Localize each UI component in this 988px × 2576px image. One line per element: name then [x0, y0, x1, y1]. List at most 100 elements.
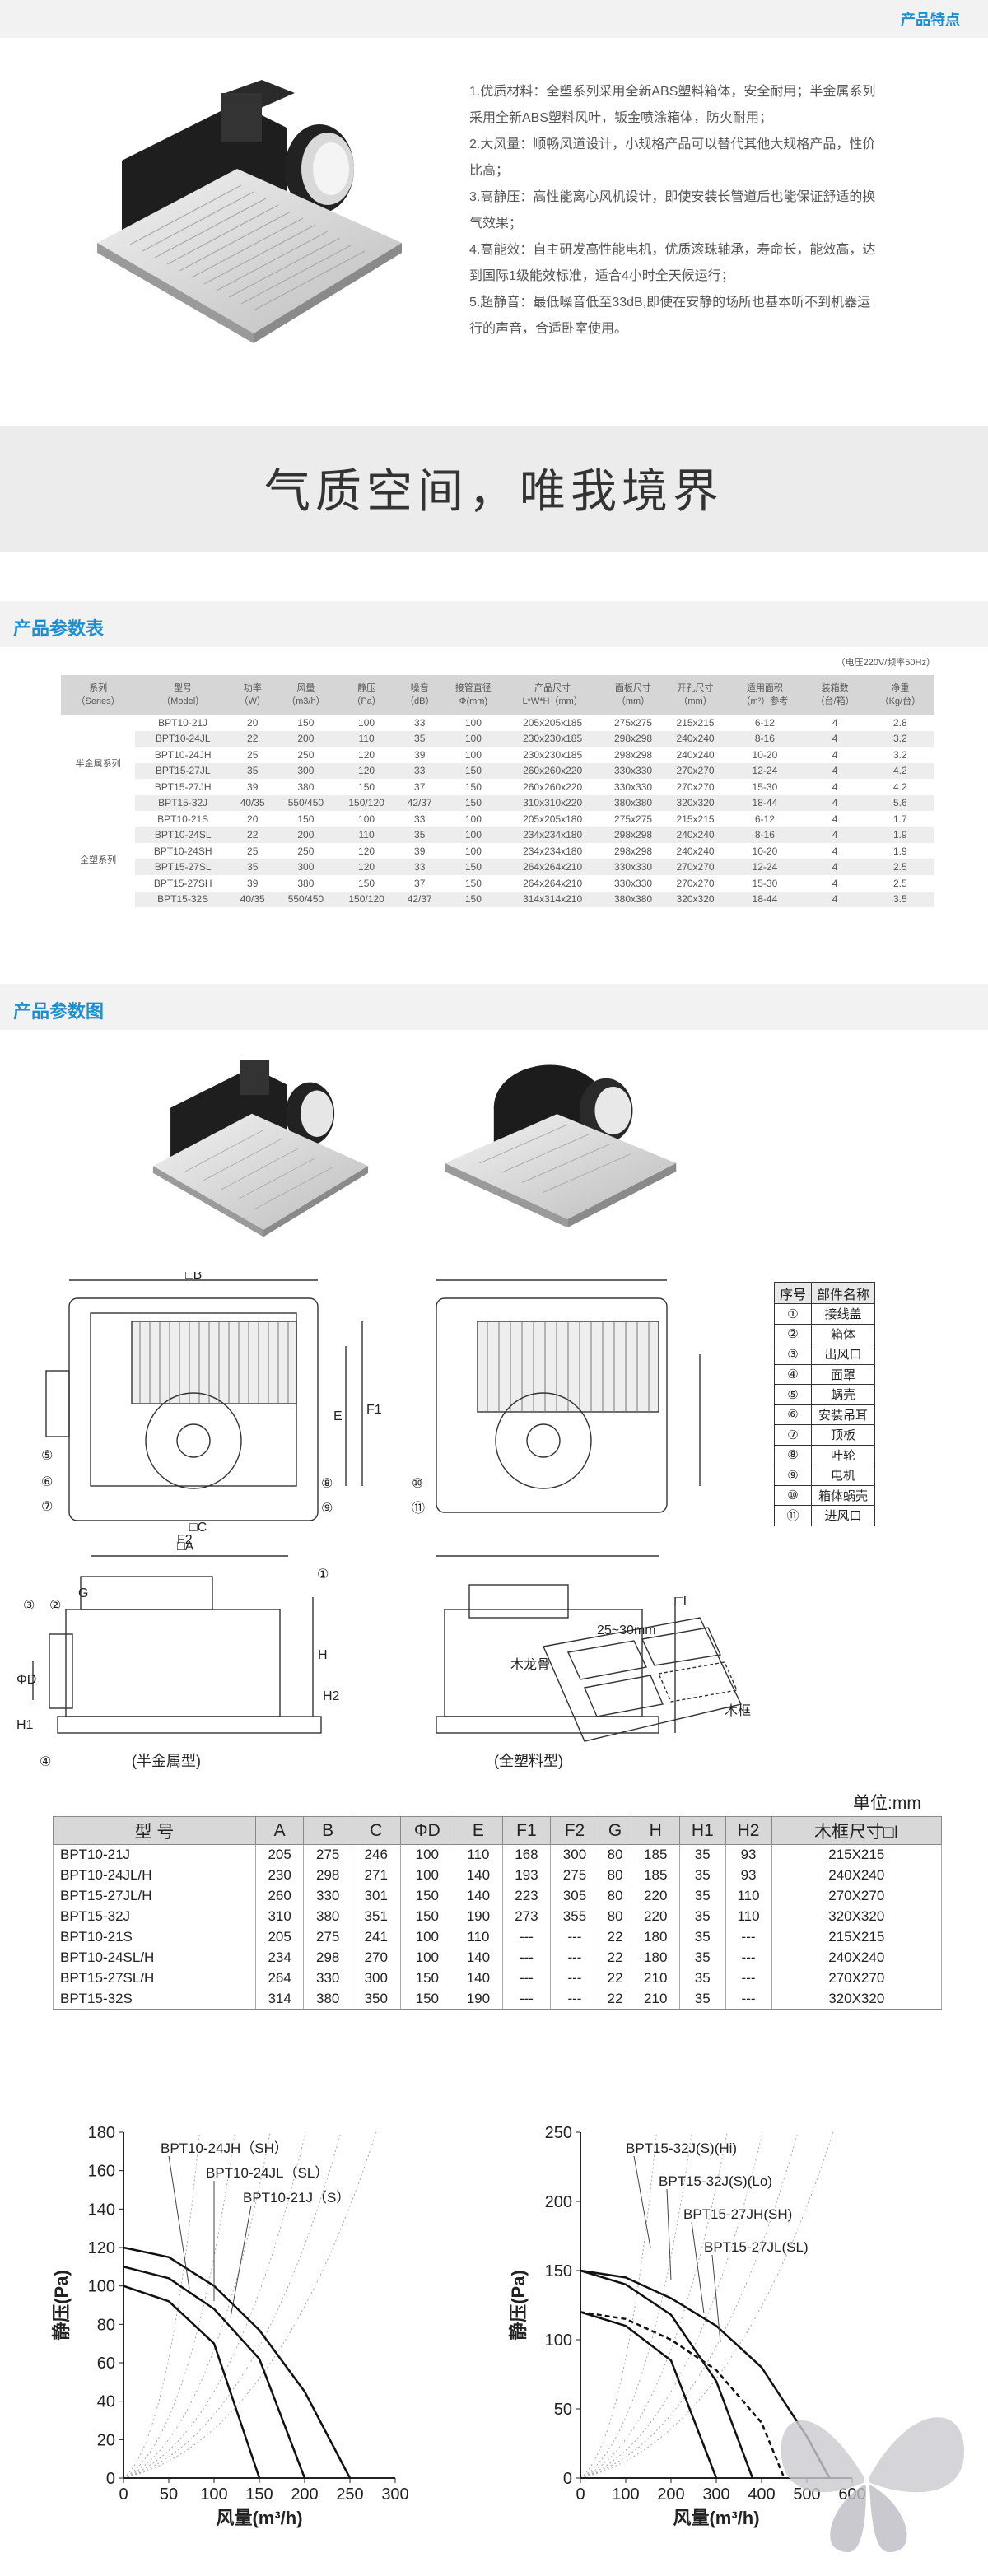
parts-cell: 蜗壳 [811, 1384, 876, 1405]
dims-cell: 210 [631, 1988, 680, 2010]
dims-cell: 220 [631, 1906, 680, 1927]
frame-label: 木框 [725, 1703, 751, 1718]
spec-header-text: 净重 [891, 683, 910, 693]
y-tick-label: 50 [554, 2401, 572, 2419]
dims-cell: --- [725, 1926, 772, 1948]
feature-line: 气效果； [469, 217, 523, 231]
spec-cell: 215x215 [676, 716, 715, 729]
spec-cell: 380 [297, 780, 315, 793]
spec-cell: 35 [395, 730, 444, 747]
dims-cell: 110 [454, 1844, 503, 1866]
series-line [123, 2246, 352, 2479]
dims-cell: 380 [303, 1988, 352, 2010]
spec-cell: 200 [274, 827, 338, 843]
chart-right: 0100200300400500600050100150200250风量(m³/… [508, 2124, 866, 2528]
dim-label-F1: F1 [366, 1403, 382, 1417]
dims-cell: 240X240 [771, 1865, 943, 1886]
y-tick-label: 40 [97, 2393, 115, 2411]
spec-header-text: 开孔尺寸 [677, 683, 714, 693]
parts-cell: ⑧ [773, 1444, 813, 1465]
dims-cell: --- [501, 1926, 552, 1948]
dims-cell: BPT10-21J [53, 1844, 256, 1866]
dims-cell: 246 [351, 1844, 401, 1866]
spec-header-cell: 静压（Pa） [337, 675, 396, 715]
parts-cell: ⑪ [773, 1505, 813, 1526]
spec-cell: 330x330 [614, 877, 653, 889]
spec-header-text: 静压 [357, 683, 376, 693]
spec-cell: 100 [358, 716, 375, 729]
spec-cell: 330x330 [614, 780, 653, 793]
y-tick-label: 0 [563, 2470, 572, 2488]
callout-3: ③ [23, 1599, 35, 1613]
dims-header-cell: F1 [501, 1816, 552, 1845]
spec-cell: 15-30 [752, 877, 778, 889]
dims-cell: --- [725, 1968, 772, 1989]
series-leader [230, 2205, 252, 2318]
dims-cell: 275 [303, 1844, 352, 1866]
caption-plastic: (全塑料型) [494, 1753, 563, 1769]
spec-header-cell: 功率（W） [231, 675, 275, 715]
caption-metal: (半金属型) [132, 1753, 201, 1769]
dims-cell: 234 [254, 1947, 305, 1968]
spec-header-text: L*W*H（mm） [522, 696, 583, 706]
slogan-text: 气质空间，唯我境界 [264, 465, 724, 519]
callout-8: ⑧ [321, 1477, 333, 1491]
dims-cell: 230 [254, 1865, 305, 1886]
dims-cell: 150 [399, 1885, 455, 1907]
spec-header-text: （W） [239, 696, 266, 706]
spec-cell: 110 [337, 730, 396, 747]
parts-header-cell: 序号 [773, 1282, 813, 1304]
series-label: BPT10-24JH（SH） [161, 2140, 288, 2156]
dims-cell: 35 [679, 1988, 726, 2010]
spec-cell: 4 [832, 845, 838, 857]
dims-header-cell: C [351, 1816, 401, 1845]
spec-cell: 1.9 [893, 845, 907, 857]
dims-cell: 140 [454, 1947, 503, 1968]
spec-cell: 270x270 [664, 762, 727, 779]
dim-label-E: E [333, 1409, 343, 1423]
callout-7: ⑦ [41, 1500, 53, 1514]
series-label: BPT10-21J（S） [243, 2190, 350, 2206]
y-axis-label: 静压(Pa) [51, 2270, 72, 2341]
dims-cell: BPT15-27JL/H [53, 1885, 256, 1907]
butterfly-watermark [781, 2417, 964, 2552]
dims-cell: 380 [303, 1906, 352, 1927]
dims-cell: 298 [303, 1865, 352, 1886]
spec-header-row: 系列（Series）型号（Model）功率（W）风量（m3/h）静压（Pa）噪音… [61, 675, 934, 715]
dims-cell: BPT10-21S [53, 1926, 256, 1948]
spec-cell: 4 [803, 827, 867, 843]
parts-cell: 叶轮 [811, 1444, 876, 1465]
spec-cell: 25 [247, 748, 259, 761]
spec-header-cell: 系列（Series） [61, 675, 136, 715]
spec-cell: 35 [231, 859, 275, 875]
system-curve [580, 2131, 692, 2479]
spec-cell: 380 [297, 877, 315, 889]
spec-cell: 250 [297, 748, 315, 761]
product-image-metal [97, 80, 402, 343]
spec-cell: 4 [803, 794, 867, 811]
spec-cell: 550/450 [274, 891, 338, 907]
spec-cell: 39 [414, 845, 426, 857]
spec-table: 系列（Series）型号（Model）功率（W）风量（m3/h）静压（Pa）噪音… [61, 675, 934, 907]
dims-header-cell: G [598, 1816, 632, 1845]
dims-cell: 150 [399, 1906, 455, 1927]
spec-cell: 205x205x185 [523, 716, 583, 729]
spec-cell: BPT10-24JL [135, 730, 231, 747]
spec-cell: 1.9 [866, 827, 934, 843]
x-tick-label: 250 [336, 2485, 363, 2504]
spec-group-cell: 半金属系列 [61, 715, 136, 811]
dims-cell: 35 [679, 1865, 726, 1886]
spec-cell: 234x234x180 [523, 845, 583, 857]
x-tick-label: 400 [748, 2485, 775, 2504]
parts-cell: 箱体 [811, 1323, 876, 1344]
spec-cell: 15-30 [752, 780, 778, 793]
